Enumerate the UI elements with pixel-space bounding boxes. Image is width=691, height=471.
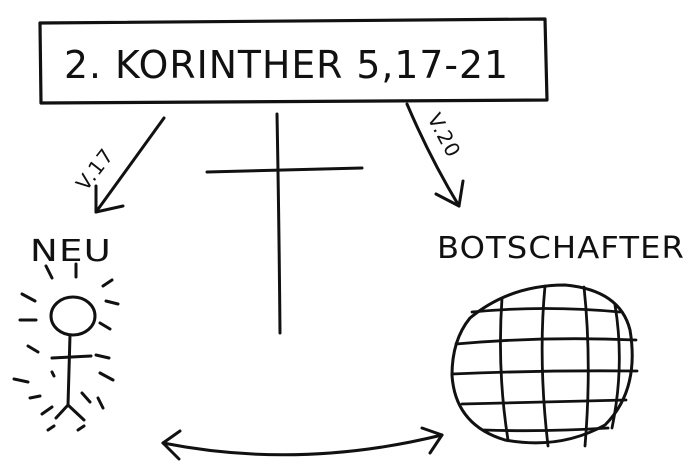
label-neu: NEU xyxy=(30,234,112,269)
globe-icon xyxy=(450,283,639,448)
cross-icon xyxy=(205,112,364,335)
arrow-v20: V.20 xyxy=(405,102,466,208)
title-text: 2. KORINTHER 5,17-21 xyxy=(64,43,509,87)
double-arrow-icon xyxy=(161,426,444,461)
arrow-v17: V.17 xyxy=(71,116,166,214)
radiant-person-icon xyxy=(12,262,120,432)
title-box: 2. KORINTHER 5,17-21 xyxy=(38,17,549,105)
label-botschafter: BOTSCHAFTER xyxy=(437,231,685,266)
arrow-v17-label: V.17 xyxy=(71,143,119,195)
